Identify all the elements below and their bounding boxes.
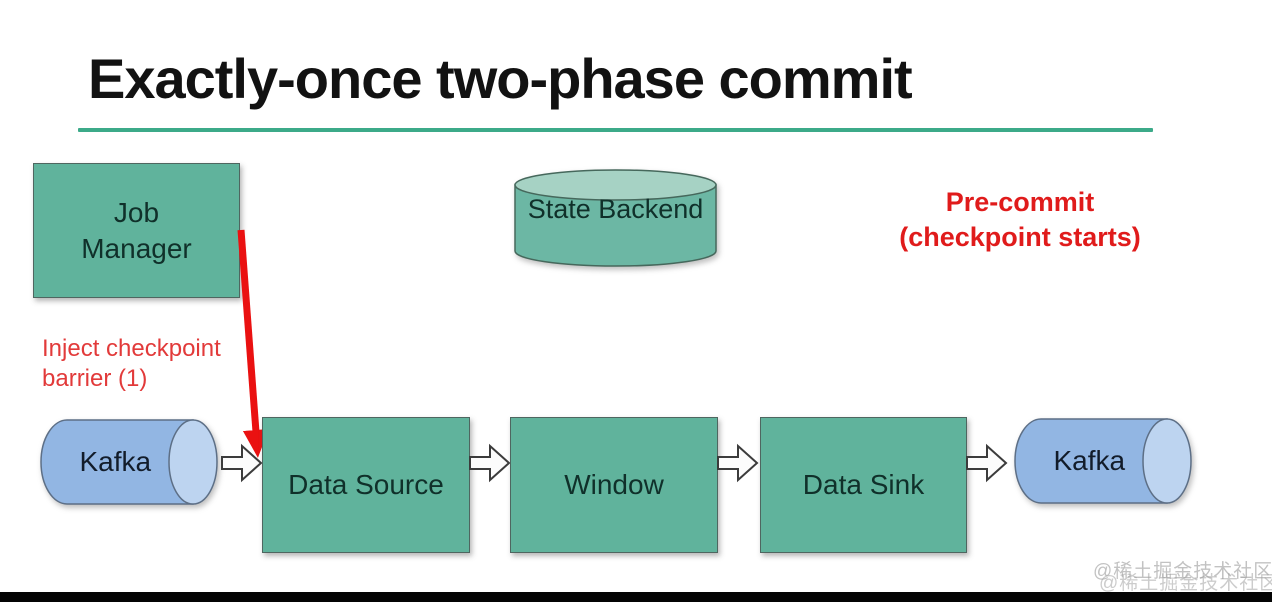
state-backend-label: State Backend (527, 194, 704, 224)
data-sink-node: Data Sink (760, 417, 967, 553)
kafka-cylinder-icon (1014, 418, 1192, 504)
kafka-source-label: Kafka (79, 446, 152, 477)
kafka-source-node: Kafka (33, 418, 220, 506)
job-manager-node: Job Manager (33, 163, 240, 298)
flow-arrow-icon (717, 443, 759, 483)
inject-barrier-line1: Inject checkpoint (42, 335, 221, 362)
state-backend-node: State Backend (513, 168, 718, 268)
window-node: Window (510, 417, 718, 553)
watermark: @稀土掘金技术社区 (1093, 561, 1272, 582)
window-label: Window (564, 469, 664, 500)
data-source-node: Data Source (262, 417, 470, 553)
inject-barrier-line2: barrier (1) (42, 365, 148, 392)
flow-arrow-icon (221, 443, 263, 483)
checkpoint-barrier-arrow-icon (237, 229, 269, 458)
data-sink-label: Data Sink (802, 469, 925, 500)
pre-commit-line2: (checkpoint starts) (899, 222, 1141, 252)
database-cylinder-icon (514, 169, 717, 267)
inject-barrier-annotation: Inject checkpoint barrier (1) (42, 334, 282, 394)
kafka-cylinder-icon (40, 419, 218, 505)
watermark: @稀土掘金技术社区 (1099, 573, 1272, 594)
title-underline (78, 128, 1153, 132)
data-source-label: Data Source (288, 469, 444, 500)
pre-commit-annotation: Pre-commit (checkpoint starts) (880, 185, 1160, 255)
kafka-sink-label: Kafka (1053, 445, 1126, 476)
flow-arrow-icon (469, 443, 511, 483)
pre-commit-line1: Pre-commit (945, 187, 1095, 217)
flow-arrow-icon (966, 443, 1008, 483)
kafka-sink-node: Kafka (1007, 417, 1194, 505)
page-title: Exactly-once two-phase commit (88, 47, 913, 110)
job-manager-label: Job Manager (81, 196, 192, 264)
bottom-bar (0, 592, 1272, 602)
